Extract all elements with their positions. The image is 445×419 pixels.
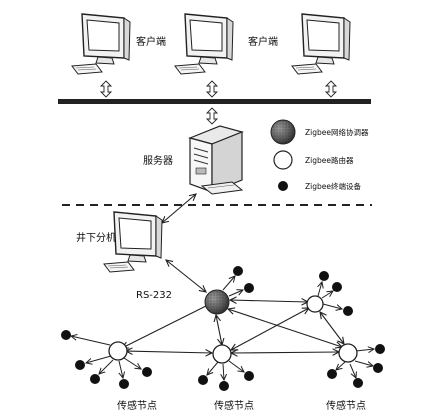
end-device-links xyxy=(71,276,374,380)
client-label-2: 客户端 xyxy=(248,35,278,48)
legend-router-icon xyxy=(273,150,293,170)
end-device-link xyxy=(349,363,356,378)
end-device-link xyxy=(336,361,346,370)
mesh-link xyxy=(228,309,342,347)
end-device-node xyxy=(75,360,85,370)
coordinator-node xyxy=(204,289,230,315)
end-device-node xyxy=(244,371,254,381)
legend-coordinator-label: Zigbee网络协调器 xyxy=(305,127,369,137)
network-bus xyxy=(58,99,371,104)
routers xyxy=(108,295,358,364)
double-arrow-icon xyxy=(206,107,218,125)
rs232-link xyxy=(166,260,206,292)
end-device-node xyxy=(61,330,71,340)
end-device-node xyxy=(219,381,229,391)
computer-icon xyxy=(174,13,234,75)
mesh-link xyxy=(231,352,339,353)
end-device-node xyxy=(119,379,129,389)
router-node xyxy=(108,341,128,361)
end-device-node xyxy=(353,378,363,388)
client-bus-arrow-3 xyxy=(325,80,337,98)
end-device-link xyxy=(223,363,224,380)
end-device-link xyxy=(99,359,114,374)
end-device-node xyxy=(198,375,208,385)
end-device-link xyxy=(71,336,111,346)
end-device-link xyxy=(119,360,123,378)
server-label: 服务器 xyxy=(143,154,173,167)
end-device-node xyxy=(375,344,385,354)
mesh-link xyxy=(230,300,308,302)
end-device-node xyxy=(373,363,383,373)
downhole-label: 井下分机 xyxy=(76,231,116,244)
server-downhole-link xyxy=(162,194,196,223)
mesh-link xyxy=(122,302,214,348)
mesh-link xyxy=(320,312,344,344)
end-device-link xyxy=(354,360,373,366)
server-tower xyxy=(188,125,244,195)
sensor-label-1: 传感节点 xyxy=(117,399,157,412)
client-bus-arrow-2 xyxy=(206,80,218,98)
router-node xyxy=(212,344,232,364)
end-device-node xyxy=(319,271,329,281)
mesh-link xyxy=(126,351,212,353)
double-arrow-icon xyxy=(325,80,337,98)
mesh-link xyxy=(231,308,309,350)
mesh-links xyxy=(122,300,344,353)
rs232-label: RS-232 xyxy=(136,290,172,301)
sensor-label-2: 传感节点 xyxy=(214,399,254,412)
end-devices xyxy=(61,266,385,391)
end-device-link xyxy=(207,361,219,375)
end-device-link xyxy=(355,349,374,351)
sensor-label-3: 传感节点 xyxy=(326,399,366,412)
router-node xyxy=(338,343,358,363)
legend-end-device-label: Zigbee终端设备 xyxy=(305,181,361,191)
router-node xyxy=(306,295,324,313)
legend-router-label: Zigbee路由器 xyxy=(305,155,354,165)
end-device-node xyxy=(233,266,243,276)
legend-end-device-icon xyxy=(278,181,288,191)
end-device-node xyxy=(332,282,342,292)
end-device-link xyxy=(222,276,235,291)
client-computer-1 xyxy=(71,13,131,75)
legend: Zigbee网络协调器 Zigbee路由器 Zigbee终端设备 xyxy=(270,119,369,191)
computer-icon xyxy=(291,13,351,75)
mesh-link xyxy=(216,315,222,345)
client-bus-arrow-1 xyxy=(100,80,112,98)
end-device-node xyxy=(327,369,337,379)
end-device-link xyxy=(228,360,244,372)
client-computer-2 xyxy=(174,13,234,75)
end-device-node xyxy=(244,283,254,293)
double-arrow-icon xyxy=(100,80,112,98)
end-device-link xyxy=(228,290,243,297)
client-label-1: 客户端 xyxy=(136,35,166,48)
end-device-link xyxy=(322,303,342,309)
client-computer-3 xyxy=(291,13,351,75)
end-device-node xyxy=(90,374,100,384)
end-device-link xyxy=(321,291,333,299)
double-arrow-icon xyxy=(206,80,218,98)
bus-server-arrow xyxy=(206,107,218,125)
end-device-node xyxy=(142,367,152,377)
end-device-link xyxy=(123,357,141,369)
end-device-node xyxy=(343,306,353,316)
end-device-link xyxy=(86,355,112,363)
computer-icon xyxy=(71,13,131,75)
end-device-link xyxy=(318,282,322,297)
